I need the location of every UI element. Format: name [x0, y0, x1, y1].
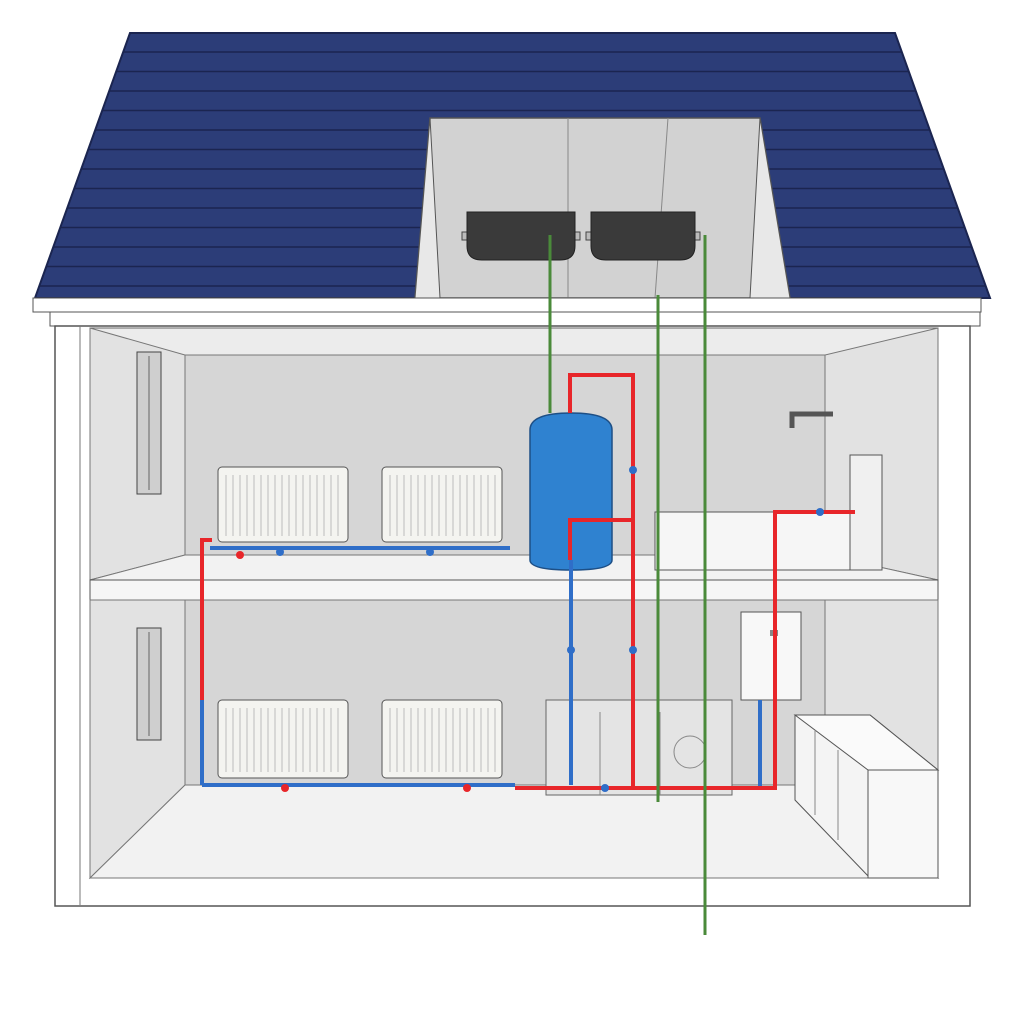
loft-tank-left: [461, 211, 581, 261]
radiator-lower-left: [217, 699, 349, 779]
radiator-upper-right: [381, 466, 503, 543]
pipe-valves: [236, 466, 824, 792]
cold-pipework: [200, 546, 762, 790]
loft-tank-right: [585, 211, 701, 261]
radiator-upper-left: [217, 466, 349, 543]
eaves-fascia: [32, 297, 982, 313]
boiler: [740, 611, 802, 701]
eaves-soffit: [49, 311, 981, 327]
floor-slab: [89, 579, 939, 601]
radiator-lower-right: [381, 699, 503, 779]
utility-units: [545, 699, 733, 796]
hot-water-cylinder: [529, 412, 613, 571]
loft-dormer: [414, 117, 791, 299]
kitchen-units: [793, 714, 940, 879]
hot-pipework: [200, 373, 855, 790]
vent-pipework: [548, 235, 707, 935]
lower-room: [88, 599, 940, 880]
bathtub: [654, 411, 883, 571]
